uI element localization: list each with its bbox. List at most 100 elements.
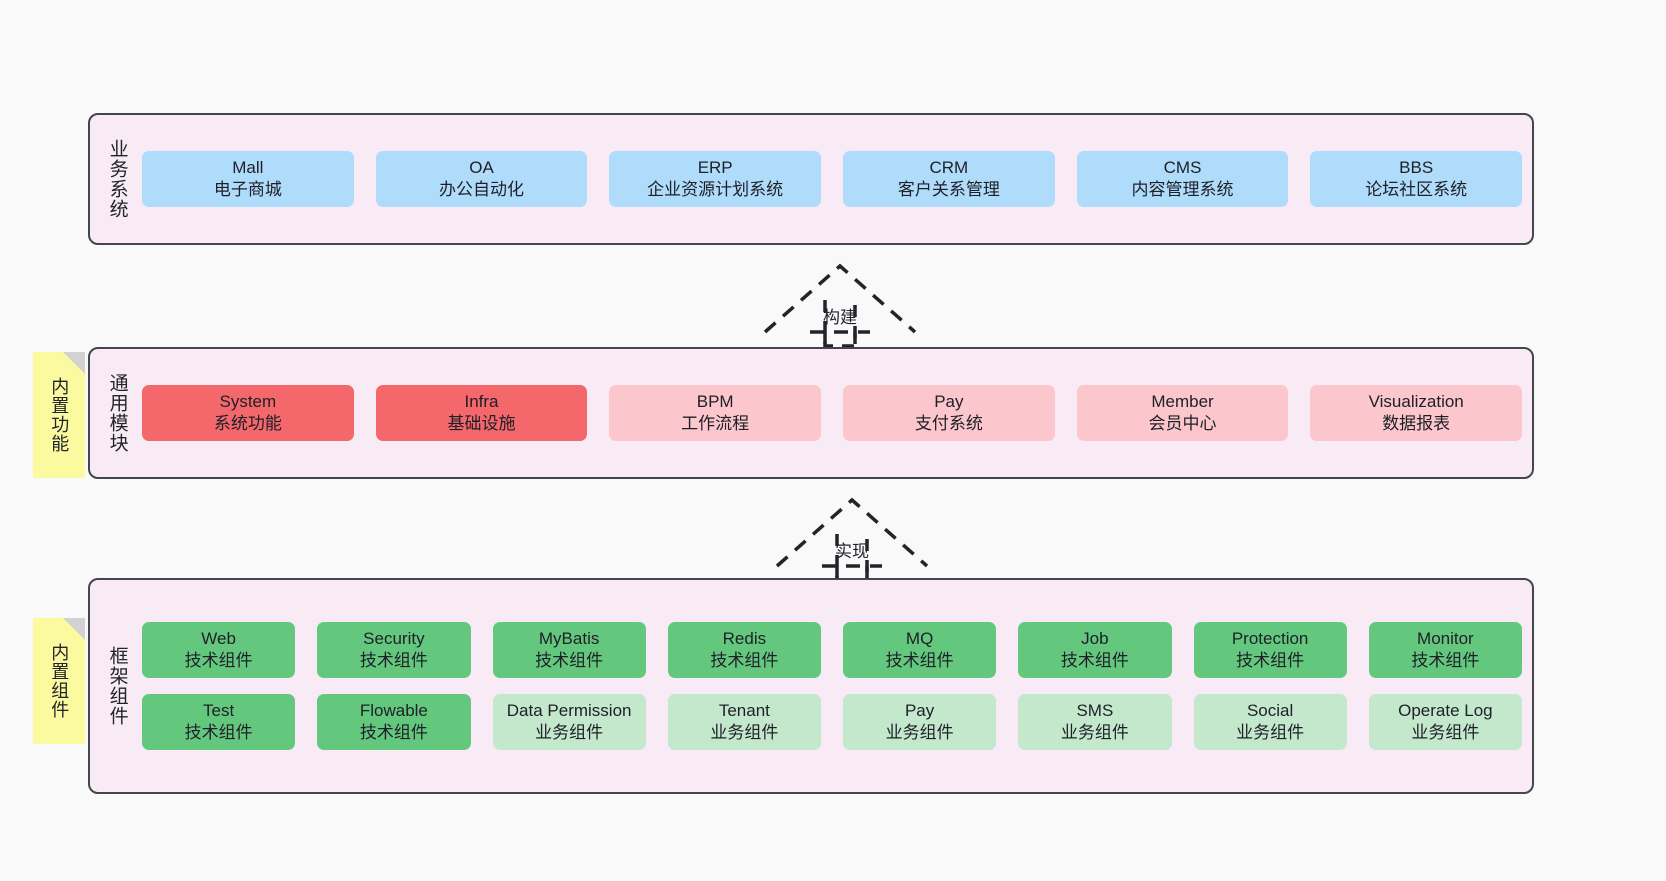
node-title: Redis: [722, 628, 767, 648]
node-bbs[interactable]: BBS 论坛社区系统: [1310, 150, 1523, 208]
node-title: BBS: [1399, 157, 1434, 177]
node-subtitle: 内容管理系统: [1131, 180, 1234, 199]
node-monitor[interactable]: Monitor 技术组件: [1368, 621, 1522, 678]
node-erp[interactable]: ERP 企业资源计划系统: [609, 150, 822, 208]
node-web[interactable]: Web 技术组件: [142, 621, 296, 678]
node-title: Monitor: [1417, 628, 1474, 648]
node-subtitle: 技术组件: [359, 723, 428, 743]
node-title: Data Permission: [506, 701, 632, 720]
node-subtitle: 技术组件: [359, 650, 428, 670]
node-cms[interactable]: CMS 内容管理系统: [1076, 150, 1289, 208]
connector-label-implement: 实现: [833, 537, 871, 562]
node-subtitle: 论坛社区系统: [1365, 180, 1468, 199]
layer-common-module: 通用模块 System 系统功能 Infra 基础设施 BPM 工作流程 Pay…: [88, 347, 1534, 479]
node-subtitle: 办公自动化: [439, 180, 524, 199]
node-tenant[interactable]: Tenant 业务组件: [667, 694, 821, 751]
node-title: MyBatis: [538, 628, 600, 648]
node-protection[interactable]: Protection 技术组件: [1193, 621, 1347, 678]
node-oa[interactable]: OA 办公自动化: [375, 150, 588, 208]
node-subtitle: 客户关系管理: [897, 180, 1000, 199]
node-operate-log[interactable]: Operate Log 业务组件: [1368, 694, 1522, 751]
layer-title-framework-component: 框架组件: [106, 646, 128, 726]
node-subtitle: 技术组件: [535, 650, 604, 670]
note-label: 内置功能: [49, 377, 70, 453]
node-pay-biz[interactable]: Pay 业务组件: [843, 694, 997, 751]
node-infra[interactable]: Infra 基础设施: [375, 384, 588, 442]
node-visualization[interactable]: Visualization 数据报表: [1310, 384, 1523, 442]
node-subtitle: 工作流程: [681, 414, 750, 433]
node-subtitle: 业务组件: [1060, 723, 1129, 743]
node-mybatis[interactable]: MyBatis 技术组件: [492, 621, 646, 678]
node-security[interactable]: Security 技术组件: [317, 621, 471, 678]
connector-build: 构建: [760, 252, 920, 346]
node-title: Tenant: [718, 701, 770, 720]
node-title: System: [219, 391, 277, 411]
node-job[interactable]: Job 技术组件: [1018, 621, 1172, 678]
node-system[interactable]: System 系统功能: [142, 384, 354, 442]
node-subtitle: 技术组件: [184, 723, 253, 743]
note-label: 内置组件: [49, 643, 70, 719]
node-mq[interactable]: MQ 技术组件: [843, 621, 997, 678]
node-title: ERP: [697, 157, 733, 177]
layer-framework-component: 框架组件 Web 技术组件 Security 技术组件 MyBatis 技术组件…: [88, 578, 1534, 794]
node-member[interactable]: Member 会员中心: [1076, 384, 1289, 442]
node-crm[interactable]: CRM 客户关系管理: [843, 150, 1055, 208]
connector-build-shaft: [823, 300, 857, 348]
node-title: Protection: [1231, 628, 1309, 648]
node-title: Pay: [934, 391, 964, 411]
node-subtitle: 支付系统: [914, 414, 983, 433]
layer-business-system: 业务系统 Mall 电子商城 OA 办公自动化 ERP 企业资源计划系统 CRM…: [88, 113, 1534, 245]
connector-label-build: 构建: [821, 303, 859, 328]
node-title: OA: [469, 157, 494, 177]
node-flowable[interactable]: Flowable 技术组件: [317, 694, 471, 751]
node-title: Pay: [904, 701, 935, 720]
node-title: Infra: [464, 391, 499, 411]
layer-title-common-module: 通用模块: [106, 373, 128, 453]
node-subtitle: 企业资源计划系统: [647, 180, 784, 199]
node-title: Operate Log: [1398, 701, 1493, 720]
row: Web 技术组件 Security 技术组件 MyBatis 技术组件 Redi…: [142, 621, 1522, 678]
layer-body-framework-component: Web 技术组件 Security 技术组件 MyBatis 技术组件 Redi…: [142, 588, 1522, 784]
row: Mall 电子商城 OA 办公自动化 ERP 企业资源计划系统 CRM 客户关系…: [142, 150, 1523, 208]
node-title: Job: [1081, 628, 1109, 648]
node-title: Visualization: [1368, 391, 1464, 411]
node-title: Member: [1151, 391, 1214, 411]
node-subtitle: 技术组件: [710, 650, 779, 670]
layer-body-business-system: Mall 电子商城 OA 办公自动化 ERP 企业资源计划系统 CRM 客户关系…: [142, 123, 1523, 235]
node-subtitle: 技术组件: [885, 650, 954, 670]
node-title: Test: [203, 701, 235, 720]
node-subtitle: 业务组件: [885, 723, 954, 743]
node-subtitle: 业务组件: [710, 723, 779, 743]
node-title: CMS: [1163, 157, 1202, 177]
node-social[interactable]: Social 业务组件: [1193, 694, 1347, 751]
node-subtitle: 技术组件: [1236, 650, 1305, 670]
node-subtitle: 业务组件: [1236, 723, 1305, 743]
node-title: Mall: [232, 157, 264, 177]
node-subtitle: 技术组件: [1060, 650, 1129, 670]
node-sms[interactable]: SMS 业务组件: [1018, 694, 1172, 751]
node-subtitle: 技术组件: [1411, 650, 1480, 670]
node-subtitle: 电子商城: [213, 180, 282, 199]
row: Test 技术组件 Flowable 技术组件 Data Permission …: [142, 694, 1522, 751]
layer-title-business-system: 业务系统: [106, 139, 128, 219]
node-test[interactable]: Test 技术组件: [142, 694, 296, 751]
node-redis[interactable]: Redis 技术组件: [667, 621, 821, 678]
layer-body-common-module: System 系统功能 Infra 基础设施 BPM 工作流程 Pay 支付系统…: [142, 357, 1523, 469]
node-title: Social: [1246, 701, 1294, 720]
node-title: BPM: [696, 391, 734, 411]
row: System 系统功能 Infra 基础设施 BPM 工作流程 Pay 支付系统…: [142, 384, 1523, 442]
node-subtitle: 技术组件: [184, 650, 253, 670]
node-subtitle: 系统功能: [213, 414, 282, 433]
node-title: SMS: [1076, 701, 1114, 720]
node-data-permission[interactable]: Data Permission 业务组件: [492, 694, 646, 751]
note-builtin-component: 内置组件: [33, 618, 85, 744]
node-subtitle: 基础设施: [447, 414, 516, 433]
node-pay[interactable]: Pay 支付系统: [843, 384, 1055, 442]
node-bpm[interactable]: BPM 工作流程: [609, 384, 822, 442]
node-title: CRM: [929, 157, 969, 177]
node-mall[interactable]: Mall 电子商城: [142, 150, 354, 208]
node-title: Security: [363, 628, 425, 648]
node-subtitle: 会员中心: [1148, 414, 1217, 433]
node-subtitle: 业务组件: [1411, 723, 1480, 743]
